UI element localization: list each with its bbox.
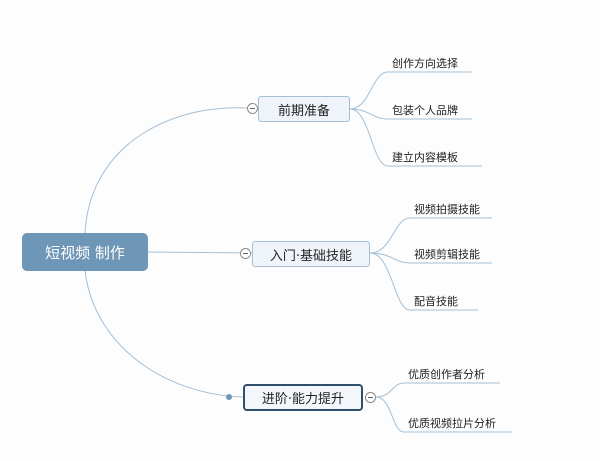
connector-root-branch-1 xyxy=(84,107,259,234)
connector-end-dot xyxy=(226,394,232,400)
collapse-toggle-icon[interactable] xyxy=(365,392,376,403)
root-topic-label: 短视频 制作 xyxy=(45,243,125,262)
subtopic-shooting-skills[interactable]: 视频拍摄技能 xyxy=(414,201,500,217)
branch-topic-label: 进阶·能力提升 xyxy=(261,392,345,407)
subtopic-label: 视频拍摄技能 xyxy=(414,203,480,216)
subtopic-creative-direction[interactable]: 创作方向选择 xyxy=(392,55,482,71)
connector-branch-3-leaf-1 xyxy=(375,382,500,398)
connector-root-branch-2 xyxy=(147,251,254,254)
connector-root-branch-3 xyxy=(84,270,244,398)
subtopic-label: 优质创作者分析 xyxy=(408,368,485,381)
subtopic-label: 包装个人品牌 xyxy=(392,104,458,117)
subtopic-creator-analysis[interactable]: 优质创作者分析 xyxy=(408,366,504,382)
connector-branch-2-leaf-1 xyxy=(369,217,492,254)
subtopic-label: 配音技能 xyxy=(414,295,458,308)
subtopic-content-template[interactable]: 建立内容模板 xyxy=(392,149,482,165)
connector-branch-1-leaf-3 xyxy=(349,108,482,167)
subtopic-label: 优质视频拉片分析 xyxy=(408,417,496,430)
branch-topic-label: 入门·基础技能 xyxy=(269,248,353,264)
subtopic-label: 创作方向选择 xyxy=(392,57,458,70)
collapse-toggle-icon[interactable] xyxy=(240,248,251,259)
connector-branch-1-leaf-1 xyxy=(349,71,472,110)
subtopic-video-breakdown[interactable]: 优质视频拉片分析 xyxy=(408,415,516,431)
subtopic-voiceover-skills[interactable]: 配音技能 xyxy=(414,293,484,309)
branch-topic-basics[interactable]: 入门·基础技能 xyxy=(252,241,370,267)
connector-branch-1-leaf-2 xyxy=(349,108,472,120)
subtopic-editing-skills[interactable]: 视频剪辑技能 xyxy=(414,246,500,262)
subtopic-label: 建立内容模板 xyxy=(392,151,458,164)
branch-topic-label: 前期准备 xyxy=(277,103,330,119)
subtopic-personal-brand[interactable]: 包装个人品牌 xyxy=(392,102,482,118)
branch-topic-prep[interactable]: 前期准备 xyxy=(258,96,350,122)
collapse-toggle-icon[interactable] xyxy=(247,103,258,114)
subtopic-label: 视频剪辑技能 xyxy=(414,248,480,261)
root-topic[interactable]: 短视频 制作 xyxy=(22,233,148,271)
branch-topic-advanced[interactable]: 进阶·能力提升 xyxy=(243,384,363,411)
connector-branch-2-leaf-3 xyxy=(369,252,478,311)
connector-branch-3-leaf-2 xyxy=(375,396,512,433)
connector-branch-2-leaf-2 xyxy=(369,252,492,264)
